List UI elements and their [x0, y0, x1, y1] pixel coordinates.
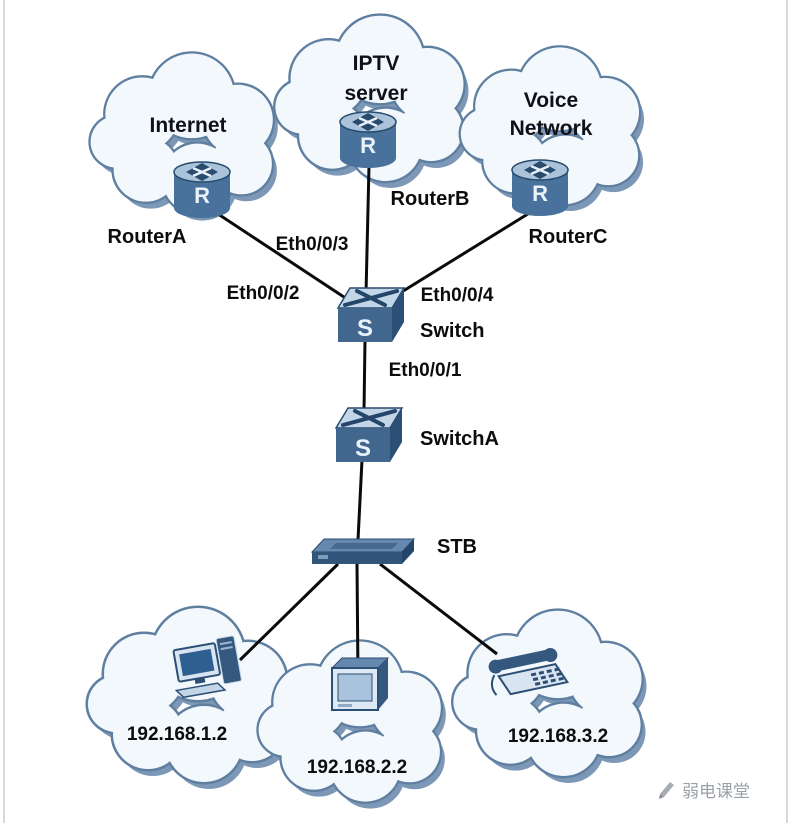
port-label-eth1: Eth0/0/1: [389, 360, 462, 381]
port-label-eth4: Eth0/0/4: [421, 285, 494, 306]
internet-cloud: Internet: [91, 54, 278, 221]
link-stb-pc: [238, 562, 340, 662]
link-routera-switch: [211, 208, 354, 305]
iptv-label-line1: IPTV: [353, 52, 400, 75]
lan3-ip-label: 192.168.3.2: [508, 726, 608, 747]
watermark: 弱电课堂: [659, 782, 750, 801]
stb-label: STB: [437, 536, 477, 558]
switch-a-label: SwitchA: [420, 428, 499, 450]
lan2-ip-label: 192.168.2.2: [307, 757, 407, 778]
port-label-eth3: Eth0/0/3: [276, 234, 349, 255]
switch-icon: S: [336, 286, 406, 344]
switch-a-icon: S: [334, 406, 404, 464]
watermark-text: 弱电课堂: [682, 782, 750, 801]
link-switcha-stb: [356, 459, 364, 541]
iptv-server-cloud: IPTV server: [275, 16, 469, 188]
router-c-icon: R: [510, 158, 570, 218]
lan2-cloud: 192.168.2.2: [259, 642, 446, 809]
lan1-ip-label: 192.168.1.2: [127, 724, 227, 745]
links: [211, 165, 532, 679]
router-a-glyph: R: [194, 183, 210, 208]
phone-icon: [488, 648, 570, 696]
link-routerb-switch: [364, 165, 371, 295]
link-stb-phone: [379, 562, 498, 656]
lan3-cloud: 192.168.3.2: [453, 611, 647, 783]
link-switch-switcha: [362, 339, 367, 413]
switch-label: Switch: [420, 320, 484, 342]
router-b-glyph: R: [360, 133, 376, 158]
switch-glyph: S: [357, 315, 373, 342]
voice-label-line1: Voice: [524, 89, 578, 112]
router-c-label: RouterC: [529, 226, 608, 248]
iptv-label-line2: server: [344, 82, 407, 105]
router-b-icon: R: [338, 110, 398, 170]
link-routerc-switch: [386, 210, 532, 303]
pen-icon: [659, 782, 674, 799]
stb-icon: [310, 538, 416, 564]
internet-label: Internet: [149, 114, 226, 137]
port-label-eth2: Eth0/0/2: [227, 283, 300, 304]
router-a-icon: R: [172, 160, 232, 220]
voice-label-line2: Network: [510, 117, 593, 140]
router-b-label: RouterB: [391, 188, 470, 210]
router-c-glyph: R: [532, 181, 548, 206]
switch-a-glyph: S: [355, 435, 371, 462]
pc-icon: [172, 635, 242, 699]
tv-icon: [330, 657, 390, 711]
lan1-cloud: 192.168.1.2: [88, 608, 291, 789]
router-a-label: RouterA: [108, 226, 187, 248]
voice-network-cloud: Voice Network: [461, 47, 644, 212]
